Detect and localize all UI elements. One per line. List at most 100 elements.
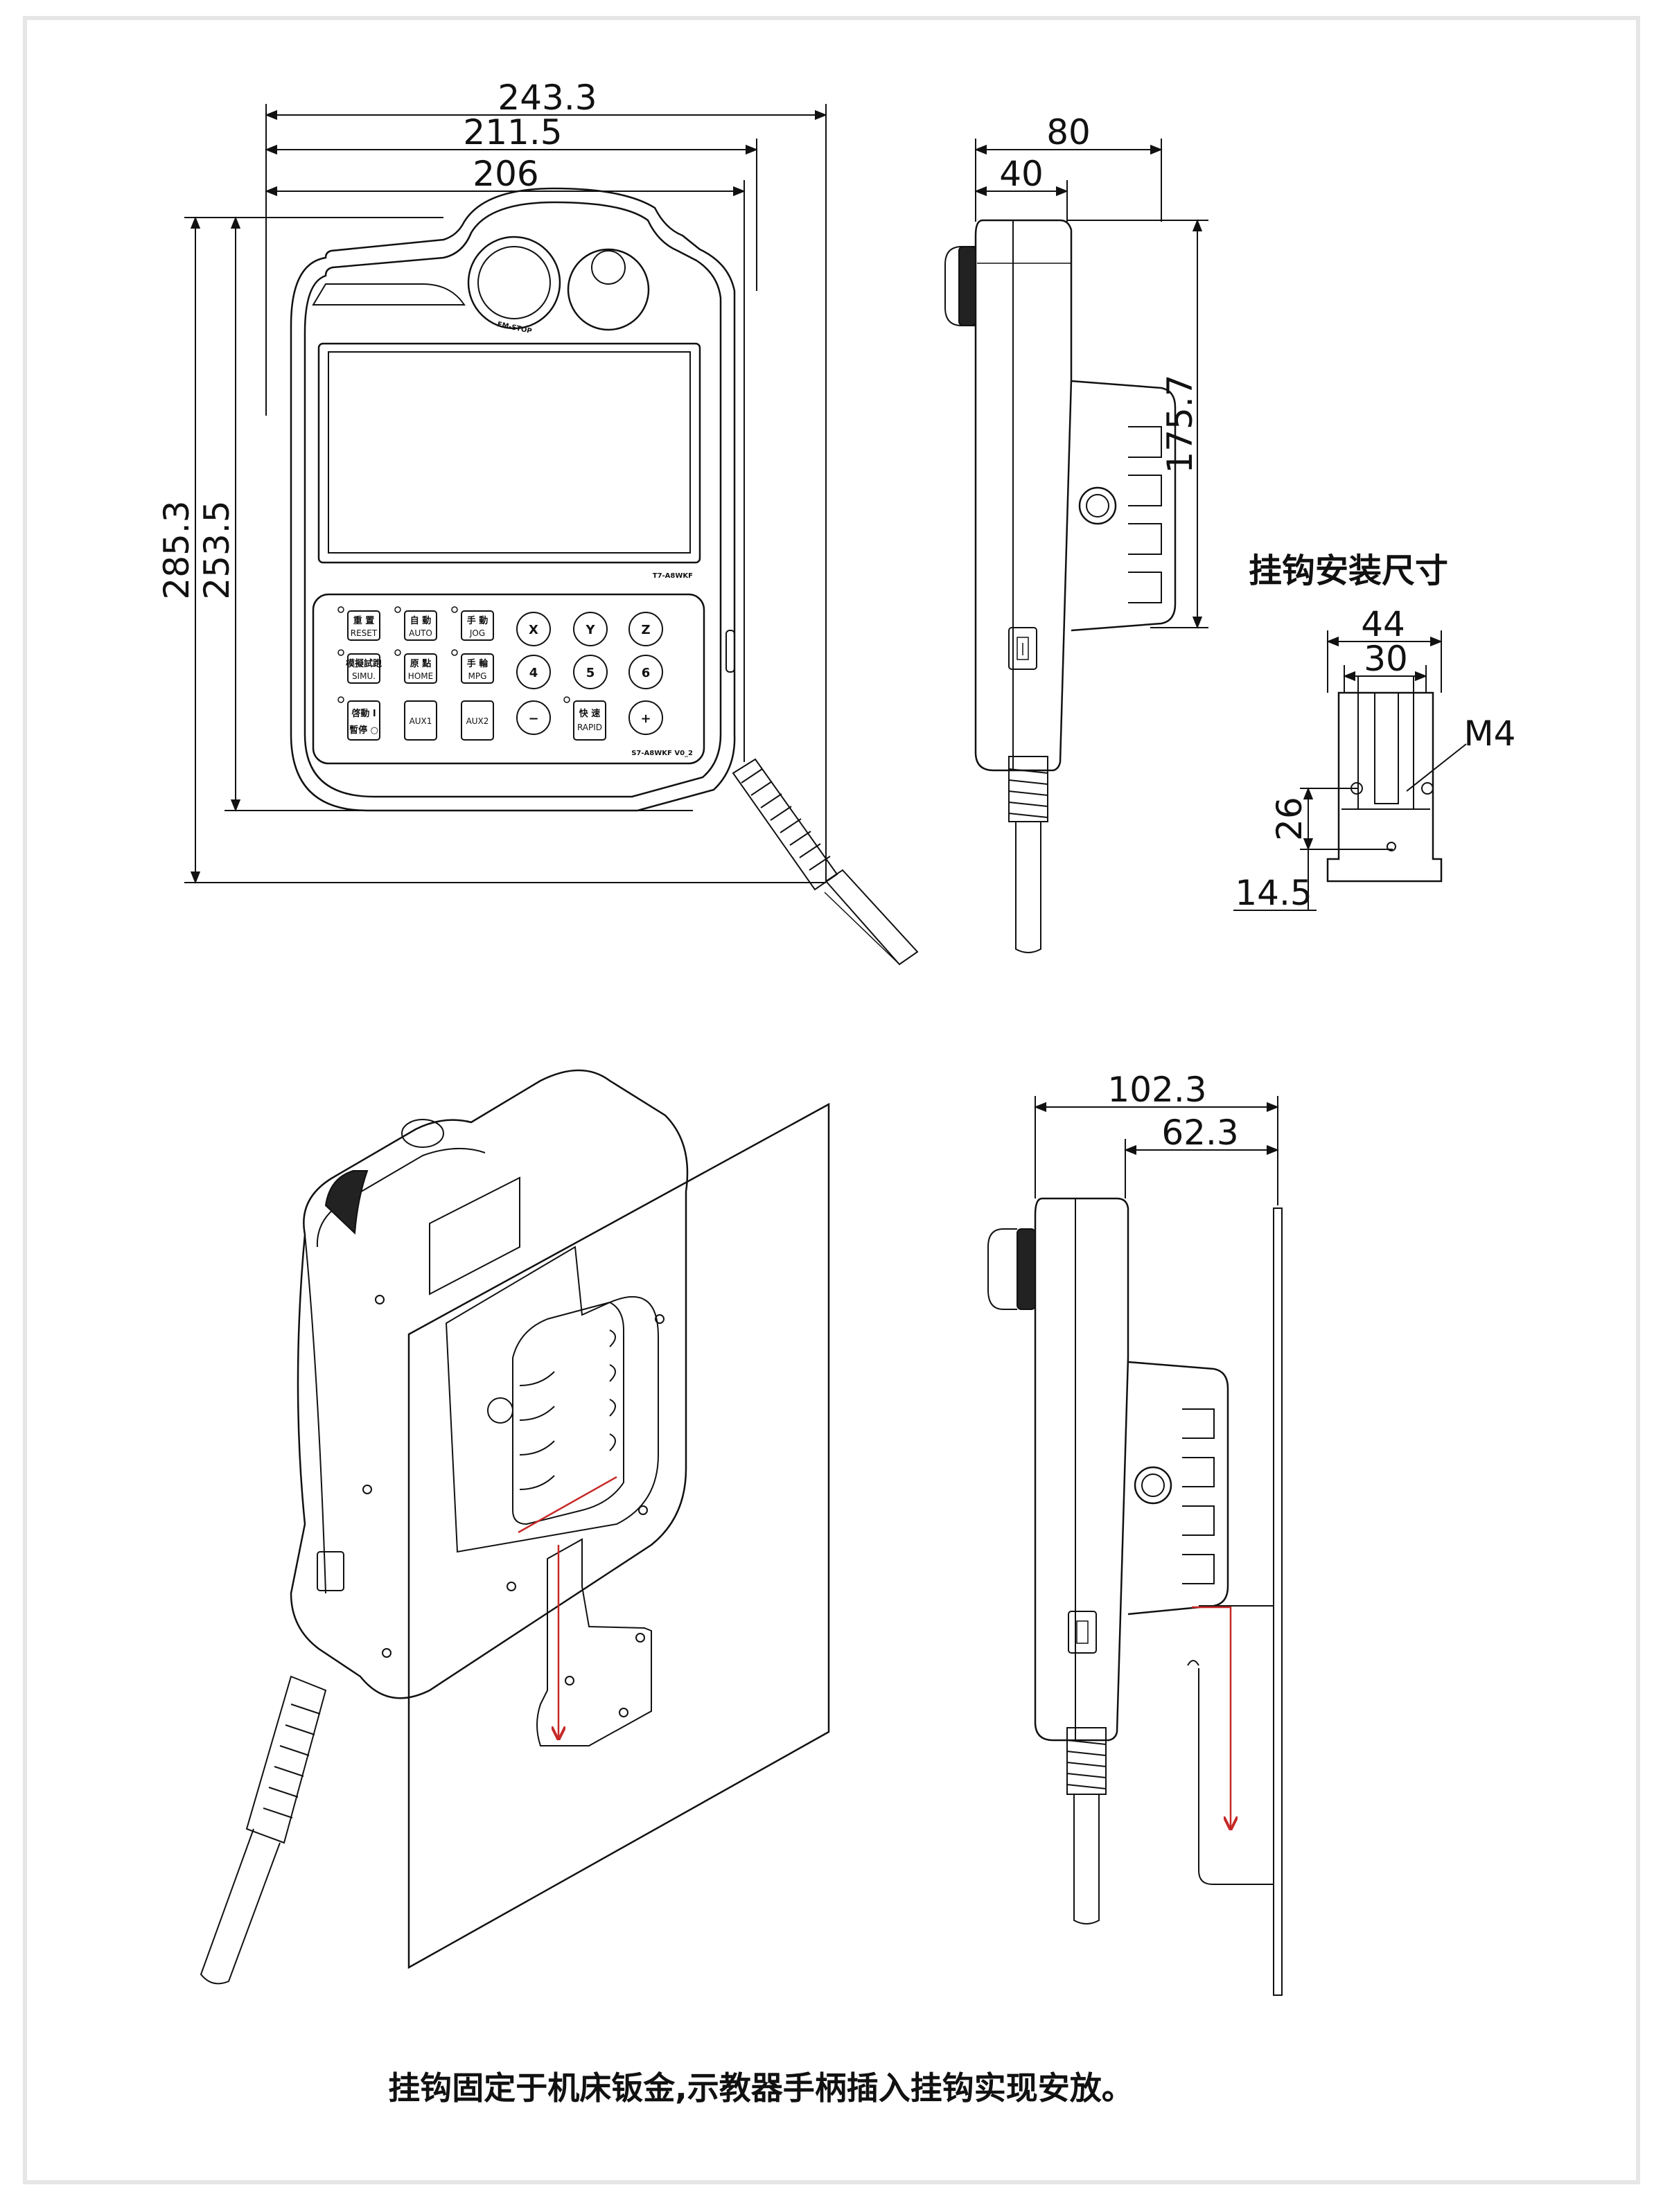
side-screw: [1078, 486, 1117, 525]
mounted-housing: [1034, 1197, 1129, 1742]
side-view: [944, 139, 1208, 953]
key-home-cn: 原 點: [410, 658, 432, 669]
key-auto-cn: 自 動: [410, 615, 432, 626]
sheet-metal-cutout: [445, 1246, 659, 1553]
key-auto[interactable]: [404, 610, 437, 641]
dim-mounted-width-2: 62.3: [1161, 1113, 1238, 1153]
mounted-grip-block: [1127, 1361, 1229, 1616]
status-leds: [337, 606, 570, 703]
key-jog-cn: 手 動: [467, 615, 489, 626]
key-mpg[interactable]: [461, 653, 494, 684]
mounted-side-view: [987, 1096, 1283, 1996]
front-housing: [290, 187, 736, 812]
mounted-view-labels: 102.3 62.3: [1107, 1070, 1238, 1153]
lcd-screen-bezel: [317, 342, 701, 564]
side-connector: [725, 630, 735, 673]
key-aux2-en: AUX2: [466, 716, 489, 726]
key-z[interactable]: [628, 612, 663, 646]
key-rapid-cn: 快 速: [579, 708, 601, 719]
dim-front-height-2: 253.5: [197, 500, 237, 599]
estop-label: EM-STOP: [497, 321, 533, 335]
front-view-labels: 243.3 211.5 206 285.3 253.5 EM-STOP T7-A…: [157, 78, 693, 757]
mounted-cable: [1066, 1727, 1107, 1925]
key-x[interactable]: [516, 612, 551, 646]
key-y-label: Y: [585, 623, 595, 637]
iso-cable: [200, 1675, 327, 1985]
key-aux2[interactable]: [461, 700, 494, 741]
key-home[interactable]: [404, 653, 437, 684]
mounted-hook: [1198, 1605, 1274, 1885]
key-mpg-en: MPG: [468, 671, 487, 681]
front-cable: [732, 758, 919, 966]
front-housing-inner: [303, 201, 722, 798]
dim-front-width-2: 211.5: [463, 112, 562, 152]
dim-hook-height-1: 26: [1269, 797, 1310, 841]
iso-housing: [290, 1069, 689, 1699]
key-simu[interactable]: [347, 653, 380, 684]
mpg-knob-outer[interactable]: [567, 248, 650, 331]
mounted-dimensions: [1034, 1096, 1279, 1205]
key-5-label: 5: [586, 666, 595, 680]
iso-grip-block: [512, 1301, 624, 1525]
hook-detail: [1233, 630, 1467, 911]
dim-mounted-width-1: 102.3: [1107, 1070, 1206, 1110]
key-5[interactable]: [573, 655, 608, 689]
key-jog-en: JOG: [469, 628, 485, 638]
side-grip-ribs: [1128, 426, 1162, 603]
key-6[interactable]: [628, 655, 663, 689]
dim-hook-thread: M4: [1464, 714, 1516, 754]
dim-side-width-1: 80: [1046, 112, 1091, 152]
figure-caption: 挂钩固定于机床钣金,示教器手柄插入挂钩实现安放。: [388, 2069, 1133, 2107]
key-y[interactable]: [573, 612, 608, 646]
dim-front-width-3: 206: [473, 154, 538, 194]
key-x-label: X: [529, 623, 538, 637]
key-6-label: 6: [642, 666, 651, 680]
key-aux1[interactable]: [404, 700, 437, 741]
mounted-insert-arrow: [1192, 1606, 1231, 1829]
hook-plate: [1326, 691, 1443, 883]
function-keys: [347, 610, 606, 741]
front-width-dimensions: [265, 104, 827, 883]
estop-button-inner[interactable]: [477, 246, 551, 319]
side-dimensions: [974, 139, 1208, 629]
hook-title: 挂钩安装尺寸: [1249, 551, 1448, 590]
iso-estop: [324, 1170, 369, 1235]
side-housing: [974, 219, 1073, 772]
key-minus-label: −: [528, 711, 538, 726]
isometric-view: [200, 1069, 830, 1985]
key-aux1-en: AUX1: [410, 716, 432, 726]
panel-label: S7-A8WKF V0_2: [631, 750, 693, 757]
mpg-knob-cap[interactable]: [591, 250, 626, 285]
dim-front-height-1: 285.3: [157, 500, 197, 599]
key-mpg-cn: 手 輪: [467, 658, 489, 669]
mounted-sheet-metal: [1273, 1207, 1283, 1996]
key-rapid[interactable]: [573, 700, 606, 741]
key-auto-en: AUTO: [409, 628, 432, 638]
front-top-plate: [312, 283, 466, 306]
iso-screen-window: [429, 1176, 520, 1295]
hook-detail-labels: 挂钩安装尺寸 44 30 M4 26 14.5: [1235, 551, 1515, 913]
dim-hook-width-2: 30: [1364, 639, 1408, 679]
key-minus[interactable]: [516, 700, 551, 735]
key-start-pause[interactable]: [347, 700, 380, 741]
hook-dimensions: [1233, 630, 1467, 911]
model-label: T7-A8WKF: [653, 572, 693, 580]
key-4[interactable]: [516, 655, 551, 689]
dim-side-width-2: 40: [999, 154, 1044, 194]
key-reset[interactable]: [347, 610, 380, 641]
key-start-cn: 啓動 I: [351, 708, 376, 719]
key-rapid-en: RAPID: [577, 723, 602, 732]
dim-front-width-1: 243.3: [498, 78, 597, 118]
front-view: [184, 104, 919, 966]
key-simu-en: SIMU.: [352, 671, 376, 681]
key-plus[interactable]: [628, 700, 663, 735]
mounted-grip-ribs: [1182, 1408, 1215, 1584]
dim-hook-height-2: 14.5: [1235, 873, 1312, 913]
key-simu-cn: 模擬試跑: [346, 658, 382, 669]
lcd-screen: [328, 351, 691, 554]
key-jog[interactable]: [461, 610, 494, 641]
estop-button-outer[interactable]: [467, 236, 561, 330]
key-plus-label: +: [640, 711, 651, 726]
